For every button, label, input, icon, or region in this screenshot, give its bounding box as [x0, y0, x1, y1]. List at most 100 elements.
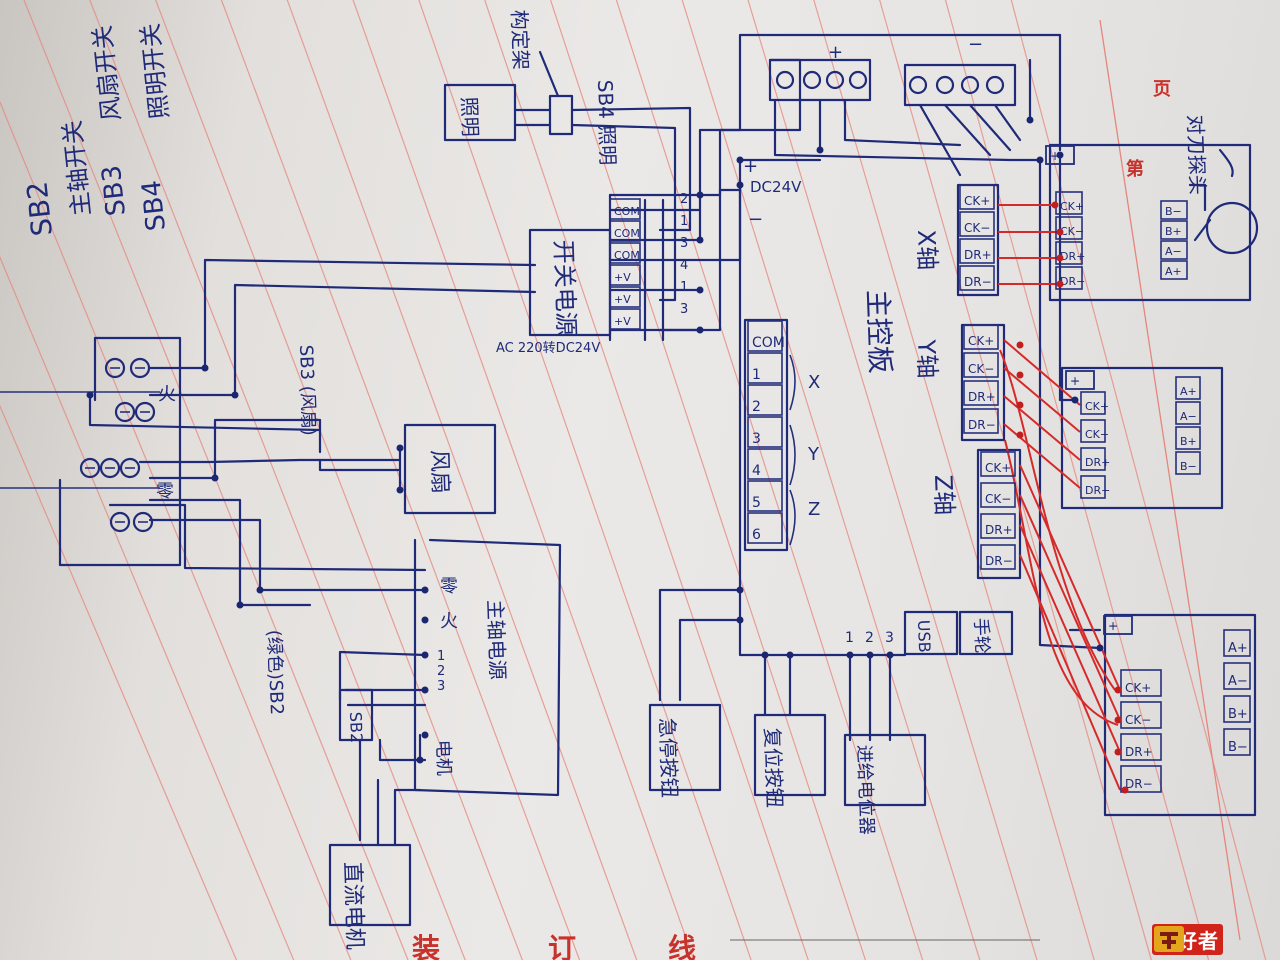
legend-sb4-desc: 照明开关: [136, 22, 174, 120]
y-driver-pin: DR−: [968, 418, 996, 432]
red-signal-wire: [1003, 339, 1081, 406]
y-motor-phase-cell: [1175, 451, 1201, 475]
board-port-pin-cell: [747, 320, 783, 352]
board-port-pin: 6: [752, 527, 761, 543]
y-motor-driver-pin: DR−: [1085, 484, 1110, 497]
junction-dot: [736, 181, 744, 189]
z-axis-label: Z轴: [929, 474, 958, 515]
driver-power-pin-cell: [1065, 370, 1095, 390]
spindle-module-label: 主轴电源: [483, 599, 510, 680]
x-motor-driver-pin-cell: [1055, 241, 1083, 265]
x-driver-pin-cell: [959, 265, 995, 291]
z-motor-phase: B−: [1228, 740, 1248, 755]
z-motor-phase: B+: [1228, 707, 1248, 722]
relay-pin-number: 1: [845, 630, 854, 646]
red-signal-wire: [1003, 395, 1081, 461]
junction-dot: [736, 586, 744, 594]
x-motor-phase: A−: [1165, 245, 1182, 258]
ruling-line: [0, 100, 352, 960]
z-motor-driver-pin-cell: [1120, 733, 1162, 761]
junction-dot: [86, 391, 94, 399]
y-motor-phase: B−: [1180, 460, 1197, 473]
rail-terminal: [908, 75, 928, 95]
z-motor-phase-cell: [1223, 629, 1251, 657]
z-driver-pin-cell: [980, 451, 1016, 477]
junction-dot: [231, 391, 239, 399]
red-junction-dot: [1016, 401, 1024, 409]
y-motor-driver-pin-cell: [1080, 447, 1106, 471]
psu-wire-number: 3: [680, 236, 688, 251]
z-driver-pin-cell: [980, 513, 1016, 539]
z-driver-pin: DR−: [985, 554, 1013, 568]
rail-terminal: [802, 70, 822, 90]
spindle-pin-3: 3: [437, 679, 445, 694]
y-motor-phase-cell: [1175, 426, 1201, 450]
x-driver-pin-cell: [959, 184, 995, 210]
ruling-line: [0, 404, 238, 960]
y-motor-phase: A−: [1180, 410, 1197, 423]
power-note: AC 220转DC24V: [496, 341, 600, 356]
junction-dot: [696, 236, 704, 244]
hand-wheel-label: 手轮: [970, 617, 992, 654]
red-junction-dot: [1114, 686, 1122, 694]
z-motor-driver-pin-cell: [1120, 701, 1162, 729]
driver-power-pin: +: [1070, 374, 1080, 388]
socket-terminal: [99, 457, 121, 479]
junction-dot: [1026, 116, 1034, 124]
board-port-pin: 1: [752, 367, 761, 383]
z-motor-phase-cell: [1223, 662, 1251, 690]
junction-dot: [816, 146, 824, 154]
junction-dot: [396, 444, 404, 452]
ruling-line: [747, 0, 1038, 960]
x-motor-phase-cell: [1160, 260, 1188, 280]
rail-terminal: [825, 70, 845, 90]
junction-dot: [696, 191, 704, 199]
z-driver-pin-cell: [980, 482, 1016, 508]
margin-bind-2: 订: [548, 932, 576, 960]
y-axis-label: Y轴: [912, 338, 941, 379]
z-motor-phase-cell: [1223, 695, 1251, 723]
board-port-pin-cell: [747, 352, 783, 384]
rail-plus: +: [828, 42, 843, 63]
x-motor-driver-pin: DR−: [1060, 275, 1085, 288]
junction-dot: [846, 651, 854, 659]
driver-power-pin: −: [1050, 149, 1060, 163]
psu-wire-number: 2: [680, 192, 688, 207]
y-motor-phase: B+: [1180, 435, 1197, 448]
dc24-label: DC24V: [750, 178, 802, 196]
legend-sb2-code: SB2: [20, 180, 59, 238]
relay-pin-number: 3: [885, 630, 894, 646]
ink-wiring: [0, 33, 1259, 927]
probe-label: 对刀探头: [1183, 114, 1210, 195]
y-motor-phase: A+: [1180, 385, 1197, 398]
psu-pin-cell: [609, 220, 641, 242]
dc24-minus: −: [748, 209, 763, 230]
ruling-line: [154, 0, 524, 960]
sb2-button-label: SB2: [346, 711, 366, 743]
driver-power-pin: +: [1050, 149, 1060, 163]
spindle-live: 火: [440, 611, 458, 632]
red-junction-dot: [1051, 201, 1059, 209]
legend-sb4-code: SB4: [137, 179, 172, 233]
ruling-line: [549, 0, 867, 960]
junction-dot: [421, 616, 429, 624]
driver-power-pin: +: [1108, 619, 1118, 633]
rail-terminal: [775, 70, 795, 90]
y-driver-pin-cell: [963, 352, 999, 378]
board-port-pin-cell: [747, 416, 783, 448]
red-junction-dot: [1056, 228, 1064, 236]
x-motor-driver-pin-cell: [1055, 266, 1083, 290]
junction-dot: [421, 686, 429, 694]
y-motor-driver-pin: DR+: [1085, 456, 1110, 469]
socket-terminal: [132, 511, 154, 533]
ruling-line: [352, 0, 695, 960]
main-board-label: 主控板: [861, 289, 897, 374]
relay-pin-number: 2: [865, 630, 874, 646]
y-motor-driver-pin-cell: [1080, 391, 1106, 415]
z-driver-pin: CK+: [985, 461, 1011, 475]
legend-sb2-desc: 主轴开关: [58, 119, 96, 217]
z-motor-driver-pin: DR+: [1125, 745, 1153, 759]
junction-dot: [256, 586, 264, 594]
board-port-pin-cell: [747, 480, 783, 512]
psu-pin-cell: [609, 308, 641, 330]
